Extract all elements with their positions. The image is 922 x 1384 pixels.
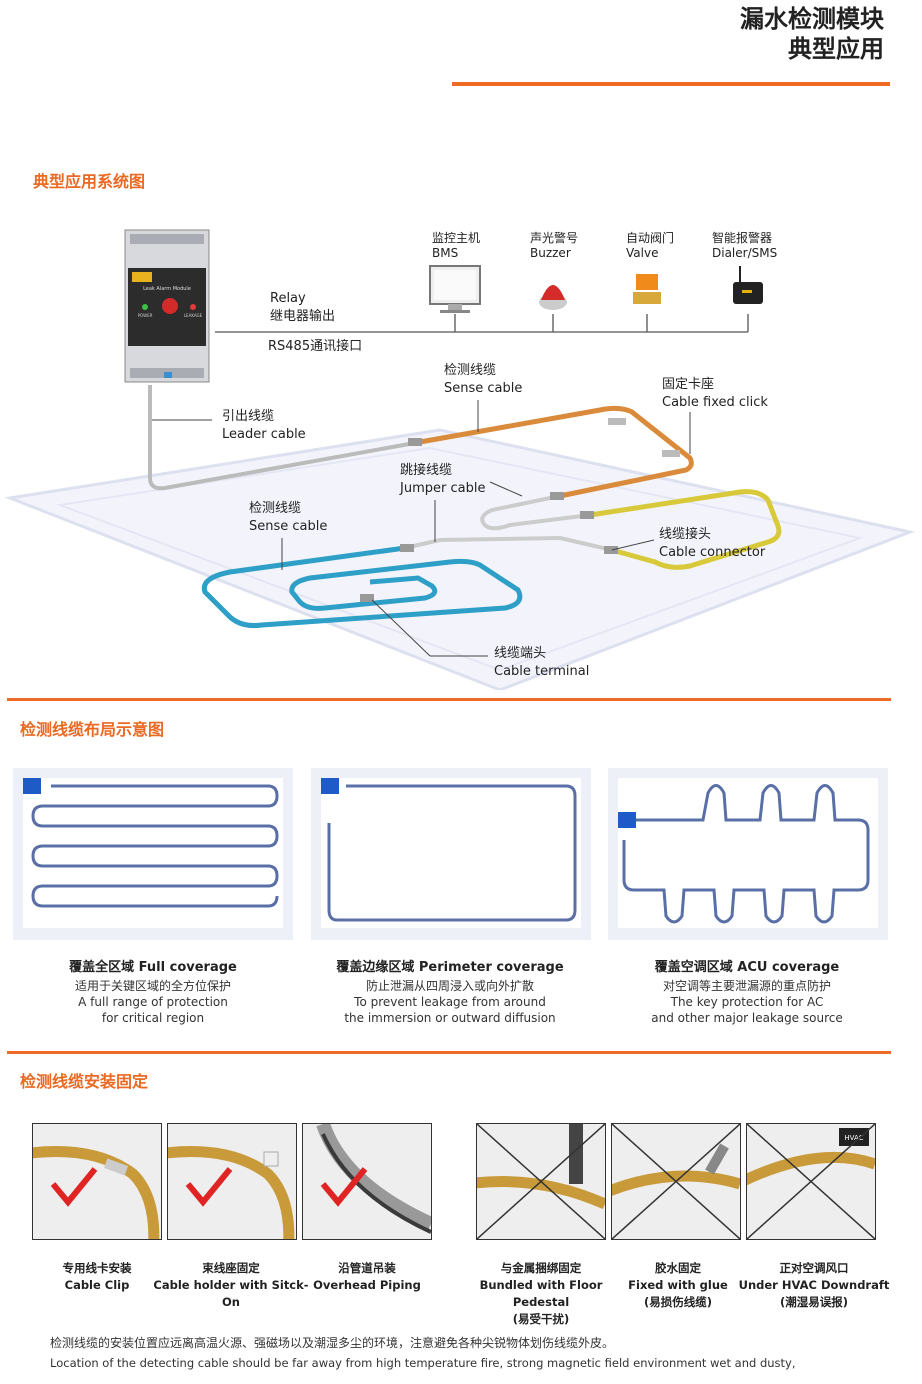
leader-cable	[148, 385, 421, 491]
cable-connector	[604, 546, 618, 554]
module-leakage: LEAKAGE	[184, 313, 203, 318]
check-icon	[320, 1167, 368, 1207]
layout-panel-perimeter	[311, 768, 591, 940]
page-title: 漏水检测模块 典型应用	[740, 4, 884, 64]
cable-clip	[608, 418, 626, 425]
install-photo-clip	[32, 1123, 162, 1240]
jumper-cable-2	[404, 535, 613, 552]
module-square	[321, 778, 339, 794]
dialer-sms-icon	[733, 266, 763, 304]
relay-label: Relay 继电器输出	[270, 291, 336, 324]
layout-caption-acu: 覆盖空调区域 ACU coverage 对空调等主要泄漏源的重点防护 The k…	[651, 960, 843, 1025]
rs485-label: RS485通讯接口	[268, 339, 363, 354]
hvac-tag: HVAC	[844, 1134, 863, 1142]
cable-path-acu	[622, 784, 870, 924]
valve-icon	[633, 274, 661, 304]
check-icon	[185, 1167, 233, 1207]
cable-path-perimeter	[327, 784, 577, 922]
cable-connector	[580, 511, 594, 519]
install-photo-bundled	[476, 1123, 606, 1240]
layout-caption-perimeter: 覆盖边缘区域 Perimeter coverage 防止泄漏从四周浸入或向外扩散…	[336, 960, 564, 1025]
floor-plane-inner	[56, 446, 864, 672]
cable-connector	[408, 438, 422, 446]
sense-cable-orange	[419, 405, 694, 499]
system-diagram: Leak Alarm Module POWER LEAKAGE	[4, 229, 916, 690]
header-divider	[452, 82, 890, 86]
module-square	[618, 812, 636, 828]
module-label: Leak Alarm Module	[143, 286, 191, 292]
module-red-button	[162, 298, 178, 314]
buzzer-icon	[539, 285, 567, 310]
module-power: POWER	[138, 313, 153, 318]
sense-cable-blue	[201, 545, 523, 628]
cable-connector	[550, 492, 564, 500]
section-divider	[7, 698, 891, 701]
cable-clip	[662, 450, 680, 457]
cable-terminal	[360, 594, 374, 602]
install-photo-holder	[167, 1123, 297, 1240]
cable-connector	[400, 544, 414, 552]
layout-caption-full: 覆盖全区域 Full coverage 适用于关键区域的全方位保护 A full…	[69, 960, 237, 1025]
leak-alarm-module: Leak Alarm Module POWER LEAKAGE	[124, 229, 210, 383]
install-photo-piping	[302, 1123, 432, 1240]
install-photo-hvac: HVAC	[746, 1123, 876, 1240]
check-icon	[50, 1167, 98, 1207]
sense-cable-yellow	[589, 489, 782, 570]
title-line-2: 典型应用	[788, 35, 884, 63]
section-title-layout: 检测线缆布局示意图	[20, 720, 165, 739]
install-photo-glue	[611, 1123, 741, 1240]
module-square	[23, 778, 41, 794]
footer-note-en: Location of the detecting cable should b…	[50, 1356, 796, 1370]
footer-note-cn: 检测线缆的安装位置应远离高温火源、强磁场以及潮湿多尘的环境，注意避免各种尖锐物体…	[50, 1336, 615, 1350]
bms-monitor-icon	[429, 265, 481, 313]
jumper-cable	[480, 494, 591, 531]
section-divider	[7, 1051, 891, 1054]
section-title-install: 检测线缆安装固定	[20, 1072, 149, 1091]
layout-panel-full	[13, 768, 293, 940]
title-line-1: 漏水检测模块	[740, 5, 884, 33]
section-title-system: 典型应用系统图	[33, 172, 146, 191]
cable-path-full	[31, 784, 279, 908]
layout-panel-acu	[608, 768, 888, 940]
